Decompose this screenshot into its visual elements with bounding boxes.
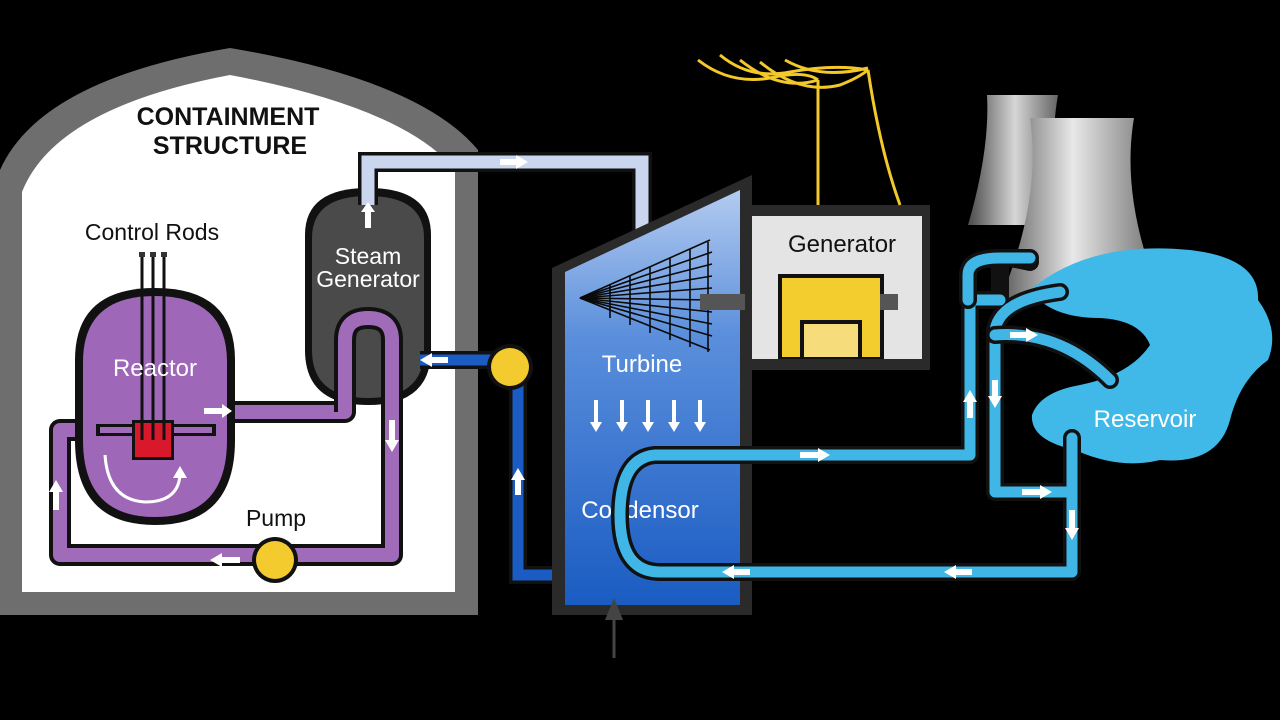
control-rods-label: Control Rods bbox=[85, 219, 219, 245]
cooling-towers bbox=[968, 95, 1162, 300]
primary-pump: Pump bbox=[246, 505, 306, 583]
steam-generator: Steam Generator bbox=[305, 188, 431, 420]
turbine-blades bbox=[579, 239, 713, 352]
pump-label: Pump bbox=[246, 505, 306, 531]
steam-generator-label: Steam bbox=[335, 243, 401, 269]
reactor-vessel: Reactor Control Rods bbox=[75, 219, 235, 525]
cooling-flow-arrows bbox=[722, 328, 1079, 579]
turbine-label: Turbine bbox=[602, 351, 682, 378]
power-lines bbox=[697, 53, 902, 206]
reactor-label: Reactor bbox=[113, 355, 197, 382]
primary-flow-arrows bbox=[49, 404, 399, 567]
containment-label: CONTAINMENT bbox=[137, 103, 320, 131]
reservoir-label: Reservoir bbox=[1094, 406, 1197, 433]
turbine-condenser-unit: Turbine Condensor bbox=[552, 175, 898, 615]
condensation-arrows bbox=[590, 400, 706, 432]
generator-label: Generator bbox=[788, 231, 896, 258]
reservoir: Reservoir bbox=[1030, 248, 1273, 464]
control-rods bbox=[140, 255, 166, 440]
inlet-arrow-icon bbox=[605, 598, 623, 658]
feedwater-pump bbox=[487, 344, 533, 390]
condensor-label: Condensor bbox=[581, 497, 698, 524]
containment-label-line2: STRUCTURE bbox=[153, 132, 307, 160]
electric-generator: Generator bbox=[745, 205, 930, 370]
steam-generator-label-line2: Generator bbox=[316, 266, 420, 292]
cooling-water-loop bbox=[611, 248, 1119, 581]
steam-flow-arrows bbox=[361, 155, 528, 228]
circulation-arrow-icon bbox=[103, 454, 182, 504]
